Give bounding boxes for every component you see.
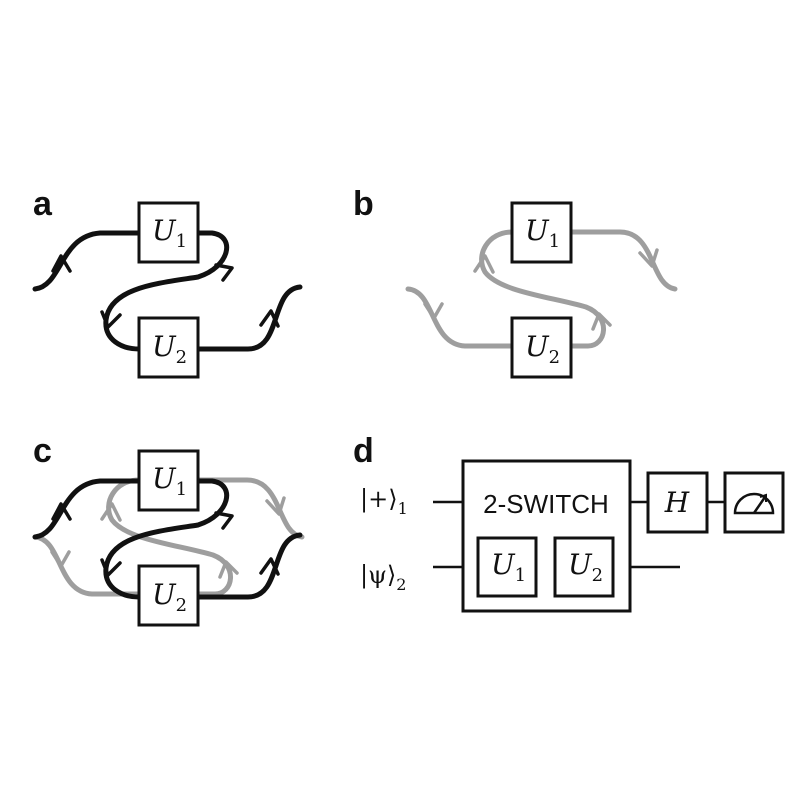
gate-label-u2: U2 (525, 330, 560, 368)
direction-arrow (51, 254, 72, 273)
gate-label-u1: U1 (152, 214, 187, 252)
wire-path-order-1 (32, 230, 303, 352)
input-target-ket: |ψ⟩2 (360, 561, 406, 594)
direction-arrow (50, 550, 71, 568)
panel-a: a U1 U2 (32, 185, 303, 379)
direction-arrow (100, 310, 122, 329)
gate-label-u1: U1 (491, 548, 526, 586)
direction-arrow (265, 496, 286, 516)
panel-letter-c: c (33, 432, 52, 470)
gate-box-u1 (510, 201, 573, 264)
gate-label-u2: U2 (152, 330, 187, 368)
wire-path-order-2 (32, 477, 305, 597)
direction-arrow (638, 248, 659, 268)
gate-label-u1: U1 (152, 462, 187, 500)
gate-box-u1 (137, 201, 200, 264)
direction-arrow (423, 302, 444, 320)
direction-arrow (51, 502, 72, 521)
direction-arrow (100, 502, 122, 522)
gate-label-u2: U2 (152, 578, 187, 616)
gate-box-u2 (510, 316, 573, 379)
direction-arrow (100, 558, 122, 577)
direction-arrow (591, 312, 612, 331)
direction-arrow (259, 309, 280, 328)
gate-box-u2 (137, 316, 200, 379)
panel-c: c U1 U2 (32, 432, 305, 627)
direction-arrow (214, 263, 234, 282)
hadamard-gate-box (646, 471, 709, 534)
input-control-ket: |+⟩1 (360, 485, 408, 518)
gate-label-u2: U2 (568, 548, 603, 586)
direction-arrow (214, 511, 234, 530)
panel-letter-b: b (353, 185, 374, 223)
gate-box-u2 (553, 536, 615, 598)
panel-letter-a: a (33, 185, 53, 223)
wire-path-order-1 (32, 478, 303, 600)
gate-label-u1: U1 (525, 214, 560, 252)
measurement-meter-icon (723, 471, 785, 534)
panel-b: b U1 U2 (353, 185, 678, 379)
direction-arrow (218, 560, 239, 579)
wire-path-order-2 (405, 229, 678, 349)
direction-arrow (473, 254, 495, 274)
gate-box-u1 (476, 536, 538, 598)
panel-d: d |+⟩1 |ψ⟩2 2-SWITCH U1 U2 H (353, 432, 785, 613)
hadamard-label: H (664, 486, 690, 519)
direction-arrow (259, 557, 280, 576)
gate-box-u2 (137, 564, 200, 627)
gate-box-u1 (137, 449, 200, 512)
panel-letter-d: d (353, 432, 374, 470)
switch-label: 2-SWITCH (483, 489, 609, 519)
